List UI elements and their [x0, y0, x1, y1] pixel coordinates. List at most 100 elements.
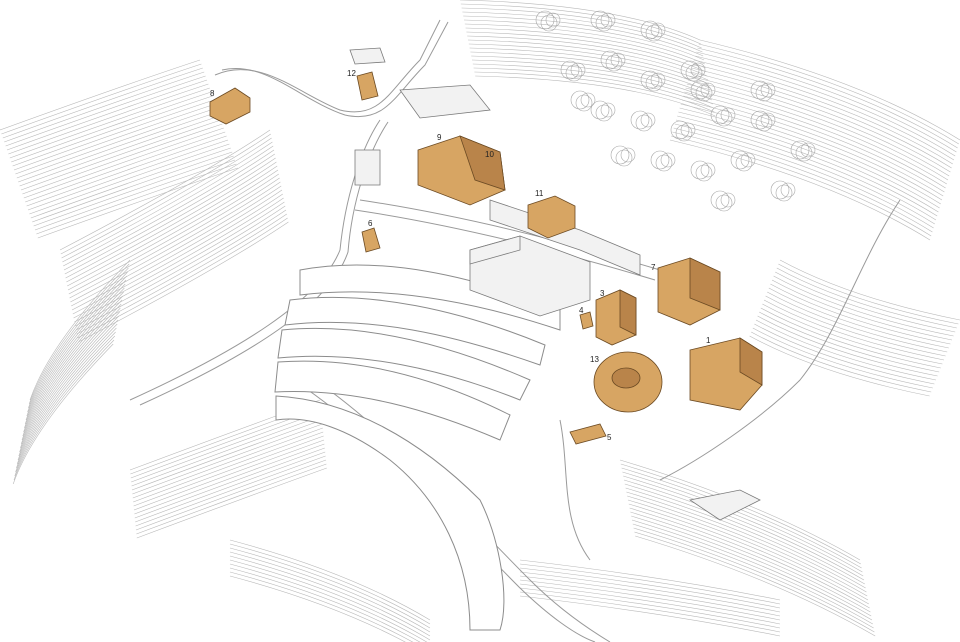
- tree-canopy: [640, 112, 656, 128]
- tree-canopy: [645, 74, 663, 92]
- tree-canopy: [620, 147, 636, 163]
- contour-line: [469, 47, 710, 89]
- contour-line: [691, 67, 952, 169]
- contour-line: [29, 143, 230, 215]
- contour-line: [63, 149, 275, 271]
- contour-line: [630, 511, 871, 613]
- contour-line: [70, 181, 281, 303]
- contour-line: [4, 71, 205, 143]
- building-4: [579, 311, 594, 330]
- contour-line: [779, 259, 960, 321]
- tree-canopy: [595, 14, 613, 32]
- contour-line: [59, 129, 271, 251]
- tree-canopy: [695, 164, 713, 182]
- contour-line: [6, 79, 208, 151]
- contour-line: [132, 423, 323, 495]
- tree-canopy: [685, 64, 703, 82]
- contour-line: [669, 139, 931, 241]
- contour-line: [8, 83, 209, 155]
- contour-line: [17, 319, 119, 461]
- contour-line: [519, 567, 781, 609]
- tree-canopy: [795, 144, 813, 162]
- contour-line: [13, 339, 115, 481]
- contour-line: [697, 47, 958, 149]
- tree-canopy: [690, 160, 710, 180]
- contour-line: [16, 323, 118, 465]
- contour-line: [519, 571, 781, 613]
- contour-line: [229, 559, 431, 641]
- contour-line: [776, 267, 957, 329]
- number-labels: 1 3 4 5 6 7 8 9 10 11 12 13: [210, 69, 711, 442]
- contour-line: [757, 315, 938, 377]
- contour-line: [60, 133, 271, 255]
- contour-line: [24, 283, 126, 425]
- building-1-side: [739, 337, 763, 386]
- contour-line: [22, 123, 223, 195]
- tree-canopy: [600, 102, 616, 118]
- contour-line: [18, 111, 219, 183]
- contour-line: [133, 431, 324, 503]
- contour-line: [24, 287, 125, 429]
- contour-line: [64, 153, 275, 275]
- contour-line: [631, 519, 873, 621]
- contour-line: [0, 59, 201, 131]
- contour-line: [470, 51, 711, 93]
- terraced-fields: [274, 264, 561, 631]
- contour-line: [21, 299, 123, 441]
- contour-line: [131, 415, 322, 487]
- contour-line: [12, 95, 213, 167]
- contour-line: [13, 99, 215, 171]
- contour-line: [18, 315, 120, 457]
- label-4: 4: [579, 306, 584, 315]
- contour-line: [471, 59, 713, 101]
- contour-line: [749, 335, 930, 397]
- contour-line: [459, 0, 701, 41]
- contour-line: [623, 475, 864, 577]
- tree-canopy: [675, 124, 693, 142]
- contour-line: [620, 463, 861, 565]
- tree-canopy: [750, 110, 770, 130]
- tree-canopy: [535, 10, 555, 30]
- contour-line: [635, 535, 876, 637]
- contour-line: [12, 343, 114, 485]
- tree-canopy: [700, 82, 716, 98]
- tree-canopy: [650, 72, 666, 88]
- contour-line: [519, 559, 781, 601]
- contour-line: [519, 587, 781, 629]
- contour-line: [23, 127, 224, 199]
- contour-line: [32, 151, 233, 223]
- contour-line: [690, 71, 951, 173]
- contour-line: [461, 7, 702, 49]
- tree-canopy: [650, 150, 670, 170]
- contour-line: [775, 271, 956, 333]
- building-13-core: [611, 367, 641, 389]
- contour-line: [752, 327, 933, 389]
- contour-line: [519, 579, 781, 621]
- label-5: 5: [607, 433, 612, 442]
- tree-canopy: [645, 24, 663, 42]
- contour-line: [67, 165, 278, 287]
- building-11: [527, 195, 576, 239]
- contour-line: [698, 43, 959, 145]
- tree-canopy: [780, 182, 796, 198]
- contour-line: [34, 159, 236, 231]
- tree-canopy: [580, 92, 596, 108]
- label-7: 7: [651, 263, 656, 272]
- tree-canopy: [640, 20, 660, 40]
- contour-line: [773, 275, 954, 337]
- contour-line: [629, 507, 870, 609]
- contour-line: [27, 271, 128, 413]
- contour-line: [683, 95, 944, 197]
- contour-line: [770, 283, 951, 345]
- contour-line: [623, 479, 865, 581]
- tree-canopy: [670, 120, 690, 140]
- contour-line: [229, 555, 431, 637]
- tree-canopy: [690, 80, 710, 100]
- contour-line: [229, 547, 431, 629]
- contour-line: [466, 31, 707, 73]
- contour-line: [16, 107, 217, 179]
- tree-canopy: [715, 194, 733, 212]
- contour-line: [519, 595, 781, 637]
- contour-line: [25, 131, 226, 203]
- contour-line: [673, 127, 934, 229]
